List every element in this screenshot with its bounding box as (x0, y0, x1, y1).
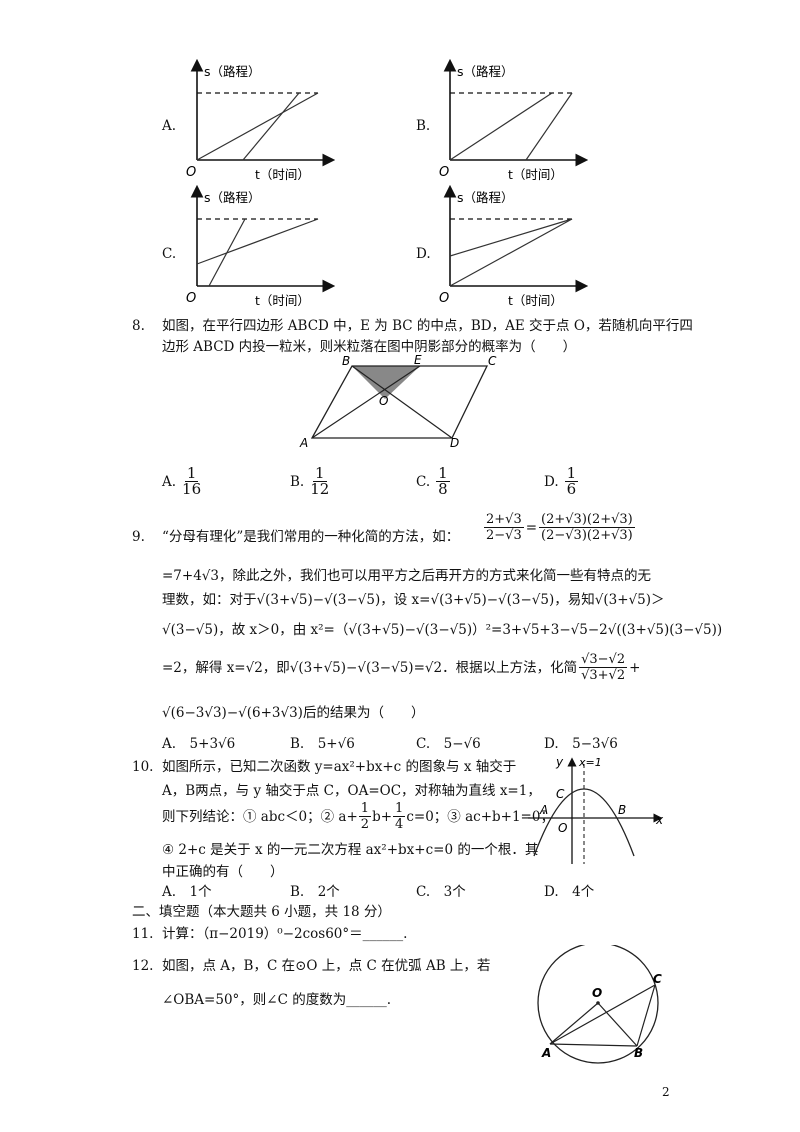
q8-line1: 如图，在平行四边形 ABCD 中，E 为 BC 的中点，BD，AE 交于点 O，… (162, 318, 693, 334)
label-d: D (450, 436, 459, 450)
point-c-label: C (556, 787, 565, 801)
label-o: O (379, 394, 388, 408)
graph-label-c: C. (162, 246, 177, 262)
q10-choice-b: B. 2个 (290, 884, 340, 900)
page-number: 2 (662, 1085, 670, 1099)
s-axis-label: s（路程） (457, 190, 514, 205)
q9-number: 9. (132, 529, 145, 545)
center-label: O (592, 986, 602, 1000)
q8-number: 8. (132, 318, 145, 334)
q10-line5: 中正确的有（ ） (162, 864, 284, 880)
q10-choice-a: A. 1个 (162, 884, 212, 900)
q8-line2: 边形 ABCD 内投一粒米，则米粒落在图中阴影部分的概率为（ ） (162, 339, 577, 355)
q9-line5: =2，解得 x=√2，即√(3+√5)−√(3−√5)=√2．根据以上方法，化简… (162, 652, 641, 683)
parallelogram-figure: B E C O A D (299, 355, 497, 450)
s-axis-label: s（路程） (204, 190, 261, 205)
q10-line1: 如图所示，已知二次函数 y=ax²+bx+c 的图象与 x 轴交于 (162, 759, 517, 775)
q10-choice-c: C. 3个 (416, 884, 466, 900)
q12-number: 12. (132, 958, 154, 974)
origin-label: O (439, 165, 449, 180)
q9-choice-c: C. 5−√6 (416, 736, 481, 752)
point-a-label: A (539, 803, 548, 817)
s-axis-label: s（路程） (204, 64, 261, 79)
t-axis-label: t（时间） (508, 293, 563, 308)
graph-label-a: A. (162, 118, 177, 134)
q9-choice-b: B. 5+√6 (290, 736, 355, 752)
origin-label: O (558, 821, 567, 835)
q9-line6: √(6−3√3)−√(6+3√3)后的结果为（ ） (162, 705, 425, 721)
label-b: B (342, 355, 350, 368)
q10-line4: ④ 2+c 是关于 x 的一元二次方程 ax²+bx+c=0 的一个根．其 (162, 842, 539, 858)
graph-panel-c: s（路程） t（时间） O (186, 184, 336, 308)
circle-figure: O C A B (537, 945, 662, 1064)
origin-label: O (439, 291, 449, 306)
graph-panel-d: s（路程） t（时间） O (439, 184, 589, 308)
t-axis-label: t（时间） (255, 293, 310, 308)
graph-panel-b: s（路程） t（时间） O (439, 58, 589, 182)
label-e: E (414, 355, 422, 367)
q11-text: 计算：（π−2019）⁰−2cos60°＝______. (162, 926, 408, 942)
x-axis-label: x (655, 813, 664, 827)
origin-label: O (186, 291, 196, 306)
q12-line1: 如图，点 A，B，C 在⊙O 上，点 C 在优弧 AB 上，若 (162, 958, 491, 974)
parabola-figure: y x=1 C A B O x (528, 755, 664, 864)
symmetry-axis-label: x=1 (578, 756, 602, 769)
parabola-curve (533, 788, 635, 857)
graph-panel-a: s（路程） t（时间） O (186, 58, 336, 182)
q10-choice-d: D. 4个 (544, 884, 595, 900)
q12-line2: ∠OBA=50°，则∠C 的度数为______. (162, 992, 392, 1008)
q10-number: 10. (132, 759, 154, 775)
q9-line3: 理数，如：对于√(3+√5)−√(3−√5)，设 x=√(3+√5)−√(3−√… (162, 592, 665, 608)
q9-choice-d: D. 5−3√6 (544, 736, 618, 752)
y-axis-label: y (555, 755, 564, 769)
label-a: A (299, 436, 308, 450)
point-c-label: C (653, 972, 662, 986)
point-a-label: A (541, 1046, 551, 1060)
q9-line1: “分母有理化”是我们常用的一种化简的方法，如： (162, 529, 460, 545)
label-c: C (488, 355, 497, 368)
distance-time-graphs: s（路程） t（时间） O s（路程） t（时间） O s（路程） t（时间） … (186, 58, 589, 308)
graph-label-d: D. (416, 246, 431, 262)
shaded-triangle (352, 366, 420, 399)
origin-label: O (186, 165, 196, 180)
q10-line2: A，B两点，与 y 轴交于点 C，OA=OC，对称轴为直线 x=1， (162, 783, 541, 799)
point-b-label: B (618, 803, 626, 817)
graph-label-b: B. (416, 118, 431, 134)
s-axis-label: s（路程） (457, 64, 514, 79)
section-2-title: 二、填空题（本大题共 6 小题，共 18 分） (132, 904, 391, 920)
q9-line2: =7+4√3，除此之外，我们也可以用平方之后再开方的方式来化简一些有特点的无 (162, 568, 651, 584)
q9-choice-a: A. 5+3√6 (162, 736, 236, 752)
q9-line4: √(3−√5)，故 x＞0，由 x²=（√(3+√5)−√(3−√5)）²=3+… (162, 622, 723, 638)
point-b-label: B (634, 1046, 643, 1060)
q11-number: 11. (132, 926, 154, 942)
t-axis-label: t（时间） (255, 167, 310, 182)
t-axis-label: t（时间） (508, 167, 563, 182)
